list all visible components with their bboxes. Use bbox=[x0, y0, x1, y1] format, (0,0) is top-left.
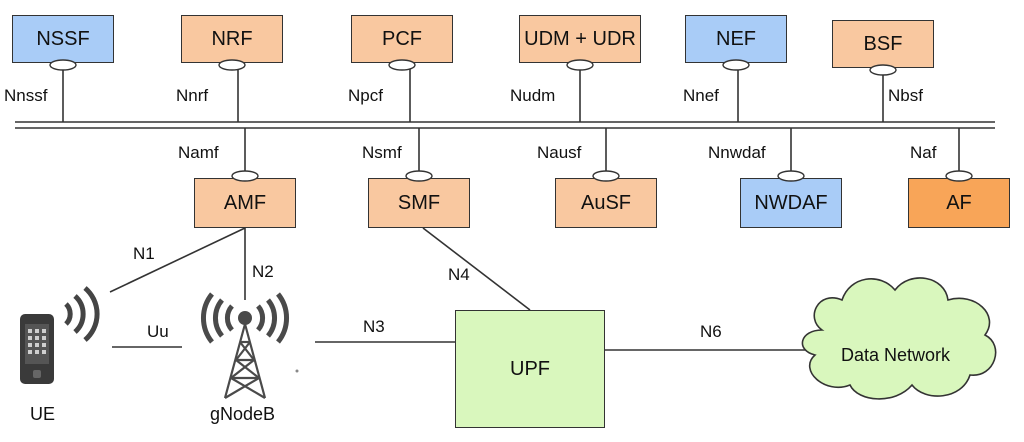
nsmf-label: Nsmf bbox=[362, 143, 402, 162]
gnodeb-label: gNodeB bbox=[210, 404, 276, 424]
data-network-cloud bbox=[801, 277, 997, 400]
ue-label: UE bbox=[30, 404, 56, 424]
pcf-label: PCF bbox=[382, 27, 422, 50]
nnwdaf-label: Nnwdaf bbox=[708, 143, 766, 162]
n4-label: N4 bbox=[448, 265, 470, 284]
nwdaf-box[interactable]: NWDAF bbox=[740, 178, 842, 228]
n1-link bbox=[109, 227, 246, 293]
n3-label: N3 bbox=[363, 317, 385, 336]
signal-waves-icon bbox=[64, 286, 100, 342]
phone-icon bbox=[20, 314, 54, 384]
ausf-box[interactable]: AuSF bbox=[555, 178, 657, 228]
data-network-label: Data Network bbox=[841, 345, 951, 365]
dot-decoration bbox=[295, 369, 299, 373]
nef-label: NEF bbox=[716, 27, 756, 50]
bsf-box[interactable]: BSF bbox=[832, 20, 934, 68]
n2-label: N2 bbox=[252, 262, 274, 281]
nssf-box[interactable]: NSSF bbox=[12, 15, 114, 63]
bsf-label: BSF bbox=[863, 32, 903, 55]
nrf-box[interactable]: NRF bbox=[181, 15, 283, 63]
n4-link bbox=[422, 227, 531, 311]
nwdaf-label: NWDAF bbox=[754, 191, 828, 214]
upf-label: UPF bbox=[510, 357, 550, 380]
pcf-box[interactable]: PCF bbox=[351, 15, 453, 63]
nef-box[interactable]: NEF bbox=[685, 15, 787, 63]
nnssf-label: Nnssf bbox=[4, 86, 48, 105]
ausf-label: AuSF bbox=[580, 191, 632, 214]
smf-label: SMF bbox=[397, 191, 441, 214]
nudm-label: Nudm bbox=[510, 86, 556, 105]
nnef-label: Nnef bbox=[683, 86, 719, 105]
udm-udr-label: UDM + UDR bbox=[524, 27, 636, 50]
nssf-label: NSSF bbox=[36, 27, 90, 50]
namf-label: Namf bbox=[178, 143, 219, 162]
nbsf-label: Nbsf bbox=[888, 86, 923, 105]
smf-box[interactable]: SMF bbox=[368, 178, 470, 228]
af-box[interactable]: AF bbox=[908, 178, 1010, 228]
nrf-label: NRF bbox=[211, 27, 253, 50]
nausf-label: Nausf bbox=[537, 143, 582, 162]
udm-udr-box[interactable]: UDM + UDR bbox=[519, 15, 641, 63]
amf-label: AMF bbox=[223, 191, 267, 214]
nnrf-label: Nnrf bbox=[176, 86, 209, 105]
n1-label: N1 bbox=[133, 244, 155, 263]
naf-label: Naf bbox=[910, 143, 937, 162]
amf-box[interactable]: AMF bbox=[194, 178, 296, 228]
n6-label: N6 bbox=[700, 322, 722, 341]
cell-tower-icon bbox=[201, 292, 289, 399]
af-label: AF bbox=[946, 191, 972, 214]
npcf-label: Npcf bbox=[348, 86, 383, 105]
uu-label: Uu bbox=[147, 322, 169, 341]
upf-box[interactable]: UPF bbox=[455, 310, 605, 428]
